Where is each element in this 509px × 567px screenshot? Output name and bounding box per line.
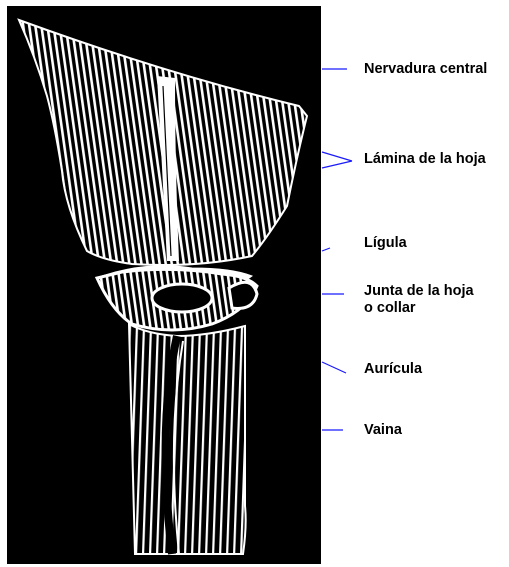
leader-auricula [322,362,346,373]
leader-lamina-upper [322,152,352,161]
leader-ligula [322,248,330,251]
label-ligula: Lígula [364,235,407,252]
label-auricula: Aurícula [364,361,422,378]
label-lamina-de-la-hoja: Lámina de la hoja [364,151,486,168]
label-junta-line1: Junta de la hoja [364,283,474,300]
label-junta-line2: o collar [364,300,416,317]
leader-lamina-lower [322,161,352,168]
label-vaina: Vaina [364,422,402,439]
label-nervadura-central: Nervadura central [364,61,487,78]
